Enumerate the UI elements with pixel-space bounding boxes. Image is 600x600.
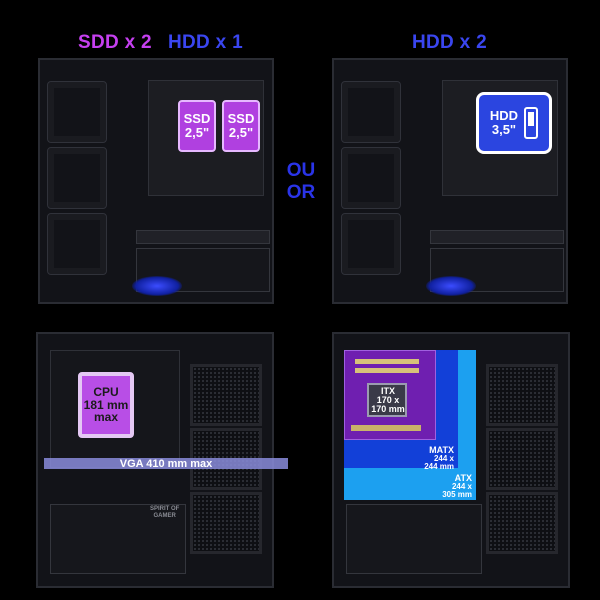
hdd-bay: HDD 3,5"	[476, 92, 552, 154]
fan-blue-glow	[132, 276, 182, 296]
itx-name: ITX	[380, 386, 395, 396]
ssd-name: SSD	[227, 111, 255, 127]
fan-blue-glow	[426, 276, 476, 296]
fan-frame	[341, 213, 401, 275]
fan-frame	[341, 81, 401, 143]
psu-shroud-bar	[136, 230, 270, 244]
cpu-label: CPU	[93, 385, 119, 400]
shroud-logo: SPIRIT OF GAMER	[150, 506, 179, 520]
case-top-left	[38, 58, 274, 304]
matx-dim-1: 244 x	[433, 454, 454, 463]
matx-dim-2: 244 mm	[424, 462, 454, 471]
cpu-cooler-limit: CPU 181 mm max	[78, 372, 134, 438]
fan-frame	[341, 147, 401, 209]
ssd-count-label: SDD x 2	[78, 32, 152, 53]
hdd-name: HDD	[489, 108, 519, 124]
or-text: OR	[286, 182, 316, 203]
itx-board	[344, 350, 436, 440]
ou-or-label: OU OR	[284, 160, 318, 204]
chipset-heatsink	[367, 383, 407, 417]
shroud-logo-line2: GAMER	[153, 513, 176, 519]
pcie-slot	[351, 425, 421, 431]
ssd-size: 2,5"	[228, 125, 254, 140]
vga-label: VGA 410 mm max	[119, 457, 213, 470]
itx-dims: 170 x 170 mm	[371, 395, 405, 414]
matx-label: MATX 244 x 244 mm	[410, 446, 454, 471]
fan-frame	[47, 147, 107, 209]
atx-dim-2: 305 mm	[442, 490, 472, 499]
ram-slot	[355, 359, 419, 364]
atx-dim-1: 244 x	[451, 482, 472, 491]
matx-name: MATX	[429, 445, 454, 455]
fan-frame	[47, 213, 107, 275]
ssd-name: SSD	[183, 111, 211, 127]
front-mesh-fan	[190, 364, 262, 426]
ssd-size: 2,5"	[184, 125, 210, 140]
hdd-size: 3,5"	[491, 122, 517, 137]
cpu-height: 181 mm	[83, 397, 129, 412]
vga-length-bar: VGA 410 mm max	[44, 457, 288, 470]
atx-name: ATX	[454, 473, 472, 483]
fan-frame	[47, 81, 107, 143]
ram-slot	[355, 368, 419, 373]
hard-drive-icon	[524, 107, 539, 139]
front-mesh-fan	[486, 428, 558, 490]
atx-label: ATX 244 x 305 mm	[424, 474, 472, 499]
itx-label: ITX 170 x 170 mm	[368, 387, 408, 414]
front-mesh-fan	[486, 364, 558, 426]
psu-shroud-bar	[430, 230, 564, 244]
case-top-right	[332, 58, 568, 304]
psu-shroud	[346, 504, 482, 574]
front-mesh-fan	[190, 492, 262, 554]
shroud-logo-line1: SPIRIT OF	[150, 506, 180, 512]
ou-text: OU	[286, 160, 316, 181]
psu-shroud	[50, 504, 186, 574]
hdd-count-label: HDD x 1	[168, 32, 243, 53]
ssd-bay-1: SSD 2,5"	[178, 100, 216, 152]
hdd-count-label-right: HDD x 2	[412, 32, 487, 53]
front-mesh-fan	[486, 492, 558, 554]
ssd-bay-2: SSD 2,5"	[222, 100, 260, 152]
cpu-max: max	[93, 410, 119, 425]
